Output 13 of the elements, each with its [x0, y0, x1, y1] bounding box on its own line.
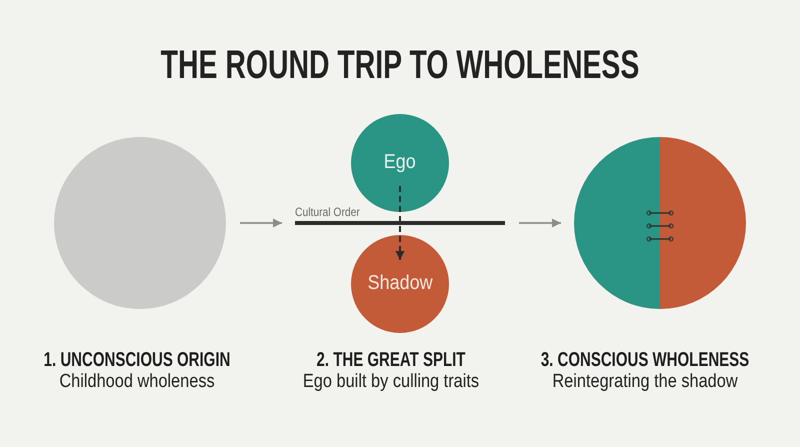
circle-label: Shadow	[367, 272, 433, 292]
stage-description: Childhood wholeness	[59, 372, 215, 391]
arrow	[519, 218, 561, 228]
dashed-arrow	[396, 186, 404, 260]
stage-heading: 1. UNCONSCIOUS ORIGIN	[44, 350, 230, 370]
stage-heading: 3. CONSCIOUS WHOLENESS	[540, 350, 750, 370]
arrow	[240, 218, 282, 228]
stage-heading: 2. THE GREAT SPLIT	[316, 350, 466, 370]
stage-description: Ego built by culling traits	[302, 372, 480, 391]
bar-label: Cultural Order	[295, 206, 360, 218]
title: THE ROUND TRIP TO WHOLENESS	[160, 45, 640, 85]
circle-label: Ego	[384, 152, 416, 172]
stage-description: Reintegrating the shadow	[552, 372, 738, 391]
